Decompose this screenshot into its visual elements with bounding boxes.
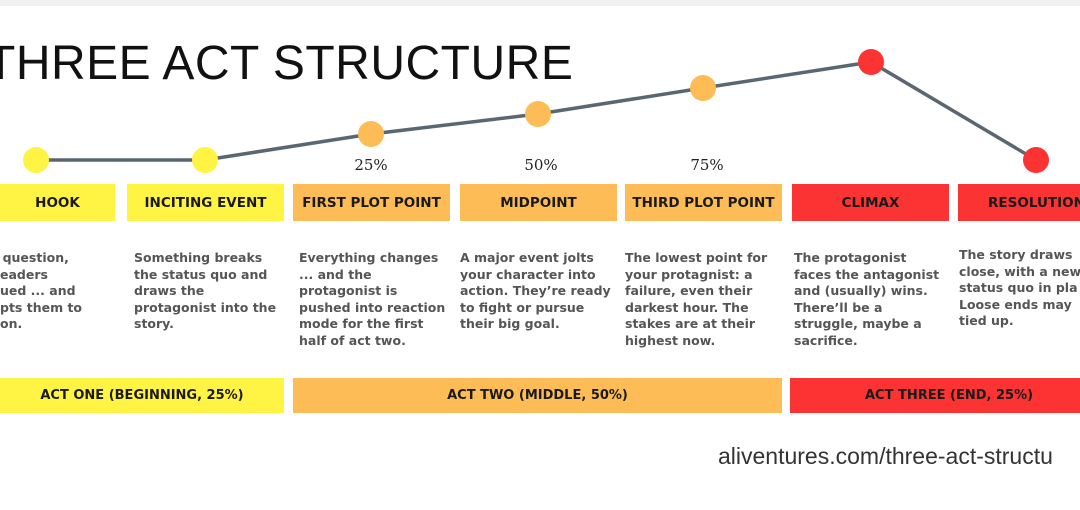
stage-label-midpoint: MIDPOINT bbox=[460, 184, 617, 221]
description-line: highest now. bbox=[625, 332, 716, 348]
description-line: protagonist into the bbox=[134, 299, 277, 315]
description-line: story. bbox=[134, 316, 174, 332]
top-border bbox=[0, 0, 1080, 6]
description-line: The story draws bbox=[959, 247, 1073, 262]
description-line: pts them to bbox=[0, 299, 83, 315]
description-line: status quo in pla bbox=[959, 280, 1078, 296]
description-line: eaders bbox=[0, 266, 48, 282]
description-line: mode for the first bbox=[299, 316, 424, 332]
arc-point-resolution bbox=[1023, 147, 1049, 173]
stage-description-third-plot-point: The lowest point for your protagnist: a … bbox=[625, 250, 783, 350]
description-line: ued ... and bbox=[0, 283, 76, 299]
stage-description-first-plot-point: Everything changes ... and the protagoni… bbox=[299, 250, 457, 350]
description-line: failure, even their bbox=[625, 283, 753, 299]
description-line: to fight or pursue bbox=[460, 299, 585, 315]
arc-point-third-plot-point bbox=[690, 75, 716, 101]
arc-point-midpoint bbox=[525, 101, 551, 127]
description-line: stakes are at their bbox=[625, 316, 756, 332]
act-three-bar: ACT THREE (END, 25%) bbox=[790, 378, 1080, 413]
description-line: s a question, bbox=[0, 250, 69, 265]
percent-label-midpoint: 50% bbox=[524, 156, 558, 174]
description-line: sacrifice. bbox=[794, 332, 858, 348]
description-line: draws the bbox=[134, 283, 205, 299]
description-line: The protagonist bbox=[794, 250, 907, 265]
description-line: pushed into reaction bbox=[299, 299, 446, 315]
stage-description-hook: s a question, eaders ued ... and pts the… bbox=[0, 250, 113, 333]
description-line: Loose ends may bbox=[959, 296, 1072, 312]
stage-description-midpoint: A major event jolts your character into … bbox=[460, 250, 618, 333]
act-one-bar: ACT ONE (BEGINNING, 25%) bbox=[0, 378, 284, 413]
arc-point-first-plot-point bbox=[358, 121, 384, 147]
stage-description-inciting-event: Something breaks the status quo and draw… bbox=[134, 250, 292, 333]
description-line: their big goal. bbox=[460, 316, 560, 332]
description-line: faces the antagonist bbox=[794, 266, 940, 282]
description-line: The lowest point for bbox=[625, 250, 768, 265]
arc-point-inciting-event bbox=[192, 147, 218, 173]
description-line: protagonist is bbox=[299, 283, 398, 299]
stage-label-hook: HOOK bbox=[0, 184, 115, 221]
stage-label-resolution: RESOLUTION bbox=[958, 184, 1080, 221]
stage-label-third-plot-point: THIRD PLOT POINT bbox=[625, 184, 782, 221]
description-line: There’ll be a bbox=[794, 299, 883, 315]
stage-label-first-plot-point: FIRST PLOT POINT bbox=[293, 184, 450, 221]
description-line: darkest hour. The bbox=[625, 299, 749, 315]
source-url: aliventures.com/three-act-structu bbox=[718, 443, 1053, 469]
percent-label-third-plot-point: 75% bbox=[690, 156, 724, 174]
description-line: close, with a new bbox=[959, 263, 1080, 279]
description-line: your character into bbox=[460, 266, 596, 282]
act-two-bar: ACT TWO (MIDDLE, 50%) bbox=[293, 378, 782, 413]
story-arc-diagram bbox=[23, 49, 1049, 173]
description-line: Something breaks bbox=[134, 250, 263, 265]
description-line: A major event jolts bbox=[460, 250, 594, 265]
stage-description-climax: The protagonist faces the antagonist and… bbox=[794, 250, 952, 350]
stage-description-resolution: The story draws close, with a new status… bbox=[959, 247, 1080, 330]
stage-label-climax: CLIMAX bbox=[792, 184, 949, 221]
description-line: on. bbox=[0, 316, 23, 332]
stage-label-inciting-event: INCITING EVENT bbox=[127, 184, 284, 221]
page-title: THREE ACT STRUCTURE bbox=[0, 37, 574, 90]
description-line: Everything changes bbox=[299, 250, 439, 265]
description-line: your protagnist: a bbox=[625, 266, 753, 282]
percent-label-first-plot-point: 25% bbox=[354, 156, 388, 174]
arc-point-hook bbox=[23, 147, 49, 173]
description-line: the status quo and bbox=[134, 266, 268, 282]
description-line: half of act two. bbox=[299, 332, 406, 348]
description-line: action. They’re ready bbox=[460, 283, 611, 299]
description-line: ... and the bbox=[299, 266, 372, 282]
arc-point-climax bbox=[858, 49, 884, 75]
description-line: struggle, maybe a bbox=[794, 316, 922, 332]
description-line: and (usually) wins. bbox=[794, 283, 928, 299]
description-line: tied up. bbox=[959, 313, 1014, 329]
